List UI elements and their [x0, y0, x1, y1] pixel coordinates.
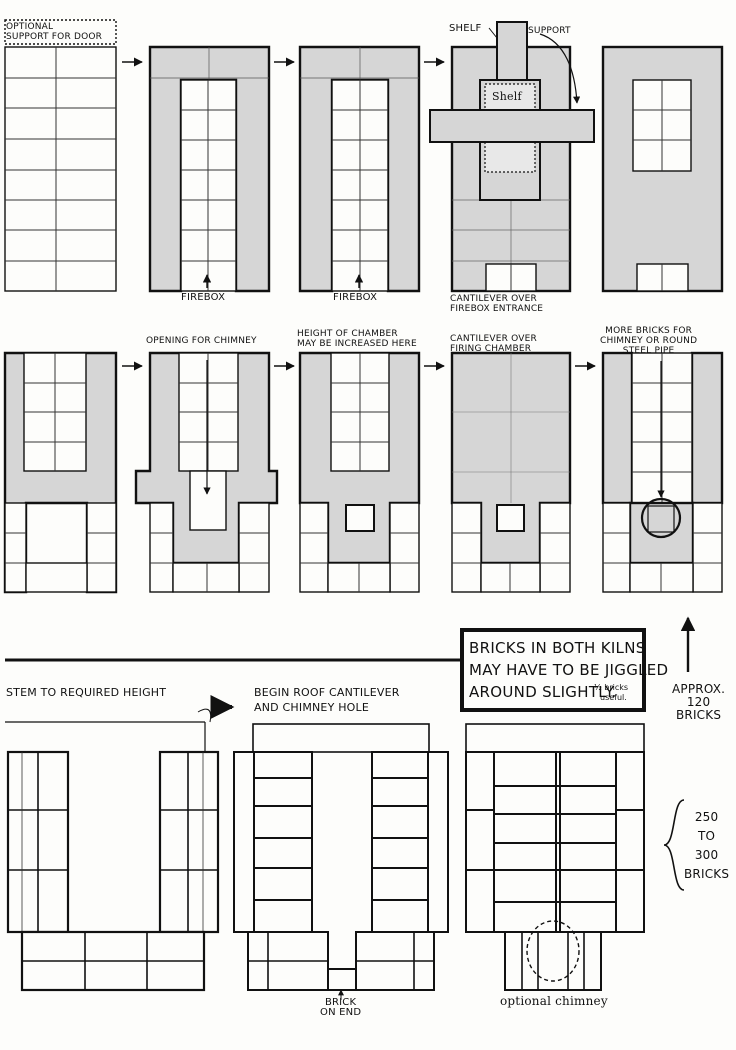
step-4-shelf-support [429, 21, 595, 293]
kiln-elevation-complete [465, 723, 645, 991]
label-approx-120: APPROX. 120 BRICKS [672, 682, 726, 722]
optional-door-support [4, 19, 117, 45]
optional-chimney-outline [526, 920, 580, 982]
brace-icon [663, 799, 685, 891]
label-optional-support: OPTIONAL SUPPORT FOR DOOR [6, 22, 103, 42]
label-brick-on-end: BRICK ON END [320, 997, 362, 1018]
step-9-firing-chamber [450, 351, 572, 593]
kiln-elevation-stem [5, 708, 220, 992]
step-5-upper-chamber [601, 45, 724, 293]
step-8-chamber-height [298, 351, 421, 593]
step-1-base-grid [4, 19, 117, 292]
label-shelf-top: SHELF [449, 23, 482, 34]
label-opening-chimney: OPENING FOR CHIMNEY [146, 336, 257, 346]
chimney-pipe [640, 497, 682, 539]
label-height-chamber: HEIGHT OF CHAMBER MAY BE INCREASED HERE [297, 329, 417, 349]
step-7-opening-chimney [134, 351, 279, 593]
kiln-elevation-roof [233, 723, 449, 1000]
notice-line-1: BRICKS IN BOTH KILNS [469, 639, 646, 657]
brick-on-end [327, 968, 357, 991]
label-250-300-bricks: 250 to 300 BRICKS [684, 810, 730, 881]
label-cantilever-chamber: CANTILEVER OVER FIRING CHAMBER [450, 334, 538, 354]
label-optional-chimney: optional chimney [500, 994, 608, 1008]
label-support: SUPPORT [528, 26, 571, 36]
notice-line-2: MAY HAVE TO BE JIGGLED [469, 661, 669, 679]
label-begin-roof: BEGIN ROOF CANTILEVER AND CHIMNEY HOLE [254, 686, 400, 714]
label-more-bricks: MORE BRICKS FOR CHIMNEY OR ROUND STEEL P… [600, 326, 698, 356]
label-stem-height: STEM TO REQUIRED HEIGHT [6, 686, 167, 699]
label-firebox-1: FIREBOX [181, 292, 226, 303]
label-shelf-inner: Shelf [492, 90, 522, 103]
notice-box: BRICKS IN BOTH KILNS MAY HAVE TO BE JIGG… [460, 628, 668, 712]
step-3-firebox [298, 45, 421, 293]
label-firebox-2: FIREBOX [333, 292, 378, 303]
notice-useful: useful. [600, 693, 627, 702]
label-cantilever-firebox: CANTILEVER OVER FIREBOX ENTRANCE [450, 294, 544, 314]
step-6-chamber [3, 351, 118, 594]
notice-half-bricks: ½ bricks [594, 683, 629, 692]
notice-line-3: AROUND SLIGHTLY. [469, 683, 617, 701]
step-2-firebox [148, 45, 271, 293]
step-10-chimney-bricks [601, 351, 724, 593]
